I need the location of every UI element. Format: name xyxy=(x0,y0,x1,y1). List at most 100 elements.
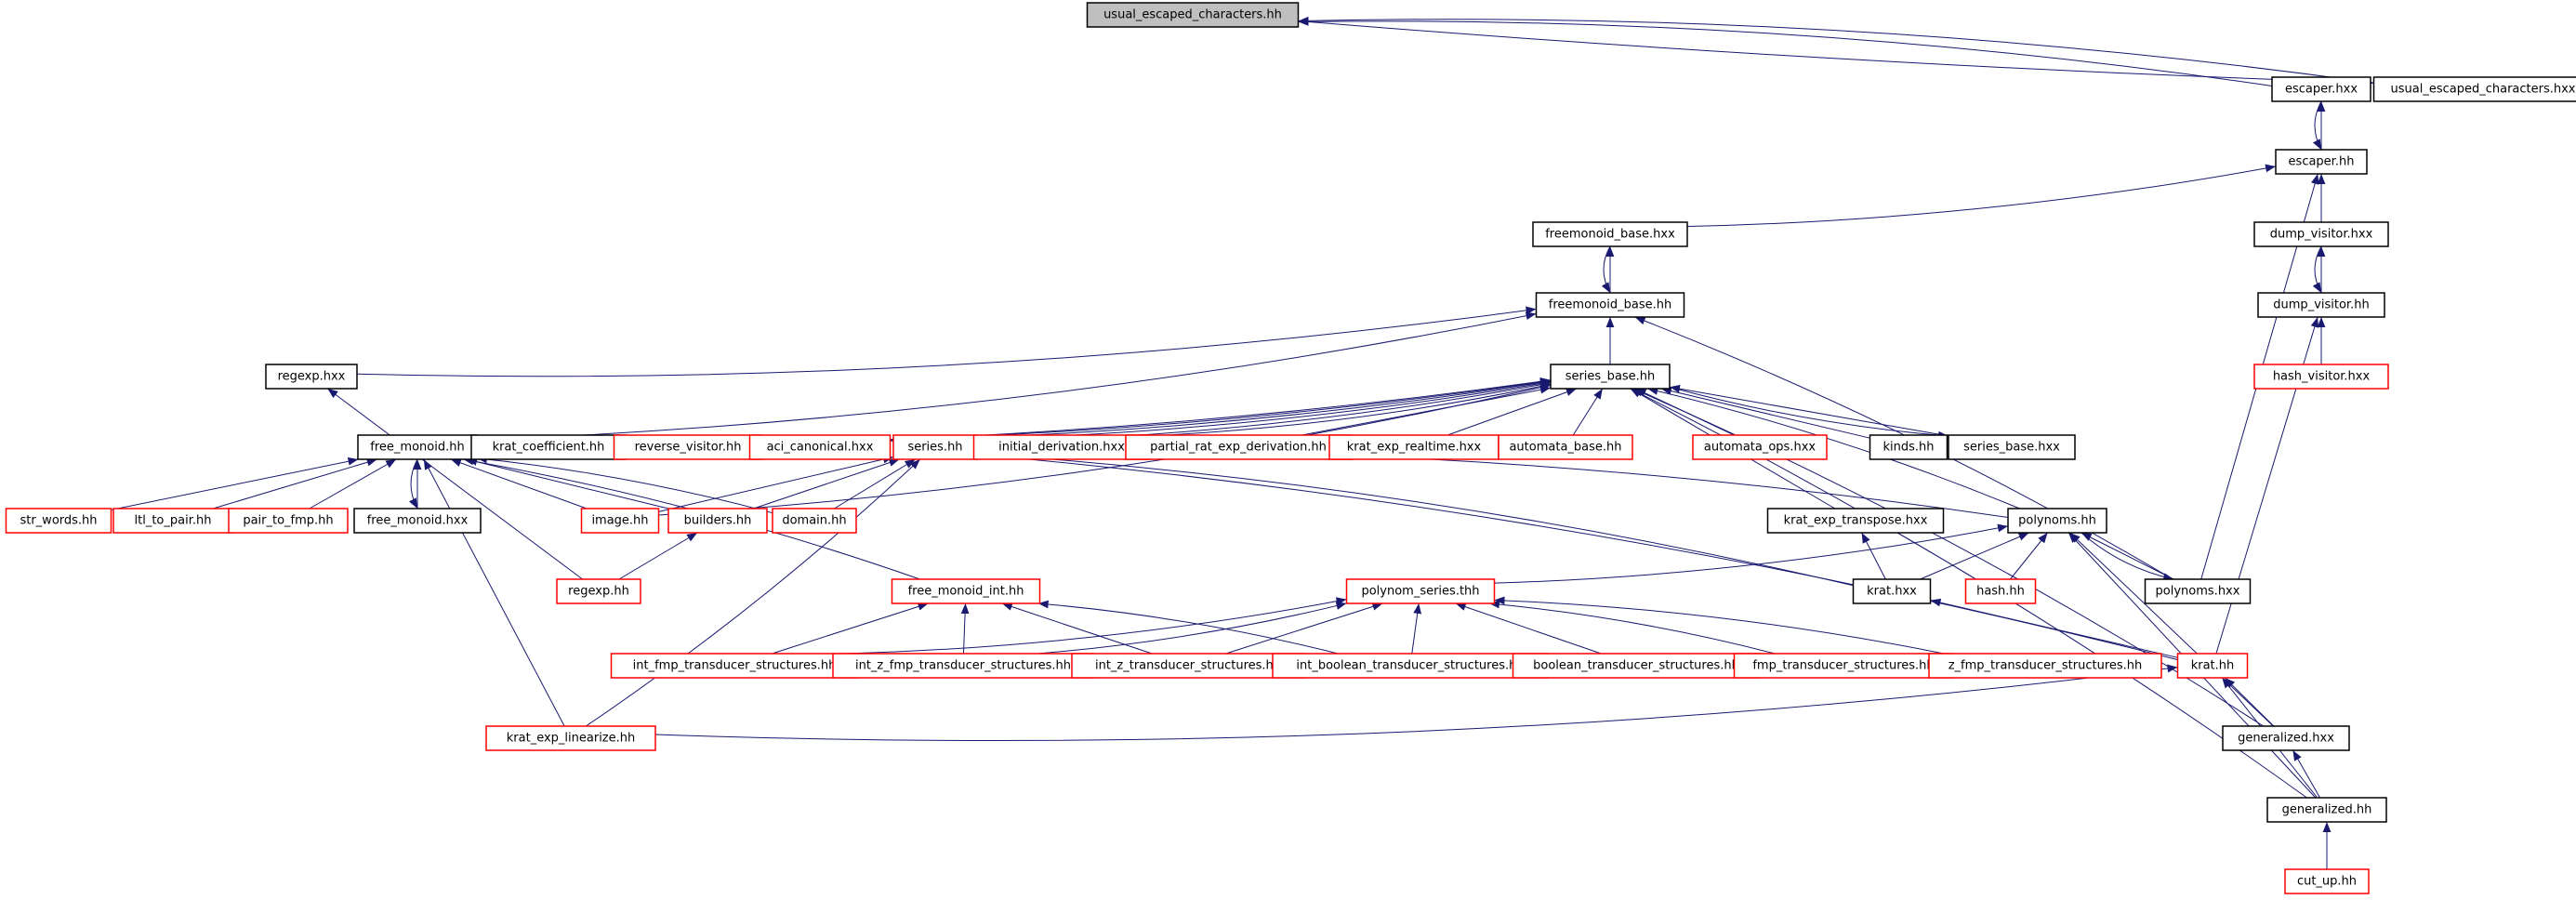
file-node-int-z-fmp[interactable]: int_z_fmp_transducer_structures.hh xyxy=(832,653,1094,679)
file-node-pair-fmp[interactable]: pair_to_fmp.hh xyxy=(228,508,349,534)
file-node-usual-cur[interactable]: usual_escaped_characters.hh xyxy=(1086,2,1300,28)
file-node-label: initial_derivation.hxx xyxy=(998,441,1125,455)
file-node-label: krat_exp_realtime.hxx xyxy=(1347,441,1482,455)
file-node-krat-transp[interactable]: krat_exp_transpose.hxx xyxy=(1766,508,1945,534)
file-node-escaper-hh[interactable]: escaper.hh xyxy=(2275,149,2368,175)
edge-kinds-to-series-base xyxy=(1660,387,1870,439)
file-node-krat-hh[interactable]: krat.hh xyxy=(2176,653,2249,679)
file-node-poly-series[interactable]: polynom_series.thh xyxy=(1345,578,1496,604)
edge-fm-base-hxx-to-escaper-hh xyxy=(1686,164,2277,228)
file-node-label: freemonoid_base.hxx xyxy=(1545,228,1675,242)
file-node-fm-base-hxx[interactable]: freemonoid_base.hxx xyxy=(1532,221,1688,247)
file-node-cut-up[interactable]: cut_up.hh xyxy=(2284,868,2370,894)
edge-int-bool-to-fm-int xyxy=(1037,600,1339,655)
file-node-label: dump_visitor.hh xyxy=(2273,298,2369,312)
edge-image-to-series-base xyxy=(658,383,1552,516)
file-node-series-hh[interactable]: series.hh xyxy=(892,434,978,460)
file-node-box xyxy=(1345,578,1496,604)
file-node-init-der[interactable]: initial_derivation.hxx xyxy=(972,434,1151,460)
file-node-escaper-hxx[interactable]: escaper.hxx xyxy=(2271,76,2371,102)
file-node-label: str_words.hh xyxy=(20,514,97,528)
file-node-gen-hh[interactable]: generalized.hh xyxy=(2266,797,2387,823)
file-node-label: partial_rat_exp_derivation.hh xyxy=(1150,441,1327,455)
file-node-usual-hxx[interactable]: usual_escaped_characters.hxx xyxy=(2372,76,2576,102)
file-node-builders[interactable]: builders.hh xyxy=(667,508,768,534)
file-node-box xyxy=(1766,508,1945,534)
edge-krat-hxx-to-krat-transp xyxy=(1861,532,1886,580)
file-node-box xyxy=(2271,76,2371,102)
file-node-label: freemonoid_base.hh xyxy=(1549,298,1671,312)
file-node-fm-int[interactable]: free_monoid_int.hh xyxy=(891,578,1041,604)
file-node-series-b-hxx[interactable]: series_base.hxx xyxy=(1948,434,2076,460)
file-node-label: domain.hh xyxy=(782,514,846,528)
file-node-dump-hxx[interactable]: dump_visitor.hxx xyxy=(2253,221,2389,247)
file-node-gen-hxx[interactable]: generalized.hxx xyxy=(2222,725,2350,751)
file-node-automata-o[interactable]: automata_ops.hxx xyxy=(1692,434,1828,460)
file-node-str-words[interactable]: str_words.hh xyxy=(5,508,112,534)
file-node-krat-hxx[interactable]: krat.hxx xyxy=(1852,578,1932,604)
file-node-label: reverse_visitor.hh xyxy=(635,441,742,455)
file-node-int-z[interactable]: int_z_transducer_structures.hh xyxy=(1071,653,1305,679)
file-node-box xyxy=(1328,434,1499,460)
file-node-fmp-ts[interactable]: fmp_transducer_structures.hh xyxy=(1733,653,1954,679)
edge-z-fmp-ts-to-poly-series xyxy=(1494,596,1944,655)
edge-escaper-hxx-to-escaper-hh xyxy=(2312,100,2322,151)
file-node-krat-rt[interactable]: krat_exp_realtime.hxx xyxy=(1328,434,1499,460)
file-node-box xyxy=(667,508,768,534)
file-node-z-fmp-ts[interactable]: z_fmp_transducer_structures.hh xyxy=(1928,653,2162,679)
file-node-box xyxy=(1550,364,1671,390)
edge-builders-to-series-hh xyxy=(753,458,900,510)
file-node-box xyxy=(2253,221,2389,247)
file-node-hash-hh[interactable]: hash.hh xyxy=(1964,578,2037,604)
file-node-image[interactable]: image.hh xyxy=(580,508,660,534)
file-node-int-fmp[interactable]: int_fmp_transducer_structures.hh xyxy=(610,653,859,679)
file-node-label: z_fmp_transducer_structures.hh xyxy=(1949,659,2143,673)
file-node-aci[interactable]: aci_canonical.hxx xyxy=(748,434,892,460)
edge-hash-hh-to-polynoms-hh xyxy=(2010,532,2048,580)
file-node-box xyxy=(353,508,482,534)
file-node-polynoms-hxx[interactable]: polynoms.hxx xyxy=(2144,578,2252,604)
file-node-regexp-hxx[interactable]: regexp.hxx xyxy=(265,364,358,390)
file-node-box xyxy=(613,434,763,460)
file-node-dump-hh[interactable]: dump_visitor.hh xyxy=(2257,292,2385,318)
file-node-regexp-hh[interactable]: regexp.hh xyxy=(556,578,641,604)
file-node-label: dump_visitor.hxx xyxy=(2270,228,2373,242)
edge-krat-lin-to-krat-hh xyxy=(654,664,2178,742)
file-node-box xyxy=(2144,578,2252,604)
file-node-free-monoid[interactable]: free_monoid.hh xyxy=(357,434,478,460)
file-node-reverse-vis[interactable]: reverse_visitor.hh xyxy=(613,434,763,460)
file-node-box xyxy=(2266,797,2387,823)
file-node-box xyxy=(1532,221,1688,247)
file-node-domain[interactable]: domain.hh xyxy=(772,508,857,534)
edge-fmp-ts-to-poly-series xyxy=(1488,600,1776,655)
file-node-label: cut_up.hh xyxy=(2297,875,2357,889)
edge-int-fmp-to-poly-series xyxy=(845,597,1347,655)
file-node-int-bool[interactable]: int_boolean_transducer_structures.hh xyxy=(1272,653,1549,679)
edge-fm-base-hxx-to-fm-base-hh xyxy=(1601,245,1611,294)
file-node-fm-base-hh[interactable]: freemonoid_base.hh xyxy=(1535,292,1685,318)
edge-krat-lin-to-series-hh xyxy=(586,458,921,727)
file-node-bool-ts[interactable]: boolean_transducer_structures.hh xyxy=(1512,653,1761,679)
edge-str-words-to-free-monoid xyxy=(111,457,359,510)
file-node-polynoms-hh[interactable]: polynoms.hh xyxy=(2007,508,2107,534)
file-node-label: hash.hh xyxy=(1976,585,2025,599)
file-node-series-base[interactable]: series_base.hh xyxy=(1550,364,1671,390)
file-node-automata-b[interactable]: automata_base.hh xyxy=(1498,434,1633,460)
file-node-label: polynoms.hxx xyxy=(2156,585,2240,599)
file-node-label: int_z_fmp_transducer_structures.hh xyxy=(855,659,1071,673)
file-node-box xyxy=(1948,434,2076,460)
file-node-label: regexp.hh xyxy=(568,585,629,599)
file-node-krat-lin[interactable]: krat_exp_linearize.hh xyxy=(485,725,656,751)
file-node-hash-visitor[interactable]: hash_visitor.hxx xyxy=(2253,364,2389,390)
file-node-fm-hxx[interactable]: free_monoid.hxx xyxy=(353,508,482,534)
edge-krat-hxx-to-series-hh xyxy=(976,450,1854,587)
file-node-label: int_boolean_transducer_structures.hh xyxy=(1296,659,1524,673)
file-node-kinds[interactable]: kinds.hh xyxy=(1869,434,1949,460)
file-node-ltl[interactable]: ltl_to_pair.hh xyxy=(112,508,233,534)
file-node-box xyxy=(1071,653,1305,679)
file-node-label: krat_coefficient.hh xyxy=(493,441,605,455)
file-node-box xyxy=(2372,76,2576,102)
file-node-partial[interactable]: partial_rat_exp_derivation.hh xyxy=(1125,434,1352,460)
dependency-edges xyxy=(111,16,2374,869)
file-node-krat-coef[interactable]: krat_coefficient.hh xyxy=(470,434,627,460)
